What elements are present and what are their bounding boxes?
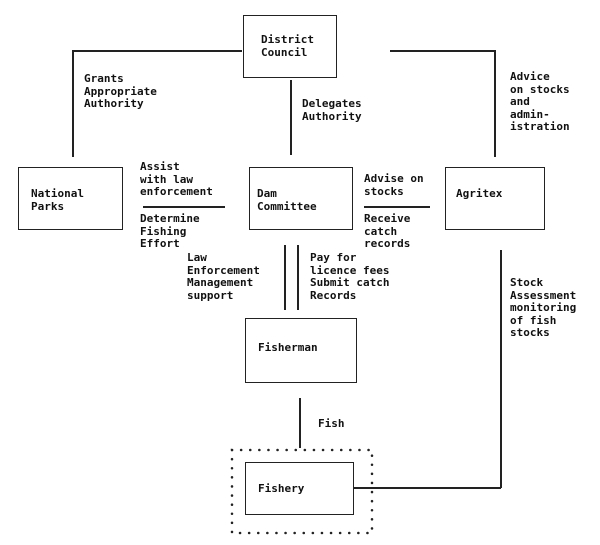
label-receive-records: Receive catch records — [364, 212, 411, 250]
line-fisherman-to-fishery — [299, 398, 301, 448]
label-advise-stocks: Advise on stocks — [364, 172, 424, 198]
label-fish: Fish — [318, 417, 345, 430]
district-council-label: District Council — [261, 33, 314, 59]
label-grants-authority: Grants Appropriate Authority — [84, 72, 157, 110]
line-parks-to-dam — [143, 206, 225, 208]
agritex-box: Agritex — [445, 167, 545, 230]
fishery-label: Fishery — [258, 482, 305, 495]
label-assist-law: Assist with law enforcement — [140, 160, 213, 198]
line-dam-to-fisherman-2 — [297, 245, 299, 310]
line-council-to-parks-vertical — [72, 50, 74, 157]
label-advice-stocks-admin: Advice on stocks and admin- istration — [510, 70, 570, 133]
fisherman-box: Fisherman — [245, 318, 357, 383]
district-council-box: District Council — [243, 15, 337, 78]
label-determine-effort: Determine Fishing Effort — [140, 212, 200, 250]
line-council-to-agritex-horizontal — [390, 50, 495, 52]
agritex-label: Agritex — [456, 187, 503, 200]
line-agritex-to-fishery-vertical — [500, 250, 502, 488]
line-council-to-parks-horizontal — [72, 50, 242, 52]
national-parks-label: National Parks — [31, 187, 84, 213]
line-dam-to-fisherman-1 — [284, 245, 286, 310]
line-council-to-dam — [290, 80, 292, 155]
label-pay-licence: Pay for licence fees Submit catch Record… — [310, 251, 390, 302]
national-parks-box: National Parks — [18, 167, 123, 230]
line-agritex-to-dam — [364, 206, 430, 208]
dam-committee-label: Dam Committee — [257, 187, 317, 213]
label-stock-assessment: Stock Assessment monitoring of fish stoc… — [510, 276, 577, 339]
dam-committee-box: Dam Committee — [249, 167, 353, 230]
line-agritex-to-fishery-horizontal — [354, 487, 501, 489]
label-delegates-authority: Delegates Authority — [302, 97, 362, 123]
fishery-box: Fishery — [245, 462, 354, 515]
label-law-enforcement: Law Enforcement Management support — [187, 251, 260, 302]
fisherman-label: Fisherman — [258, 341, 318, 354]
line-council-to-agritex-vertical — [494, 50, 496, 157]
